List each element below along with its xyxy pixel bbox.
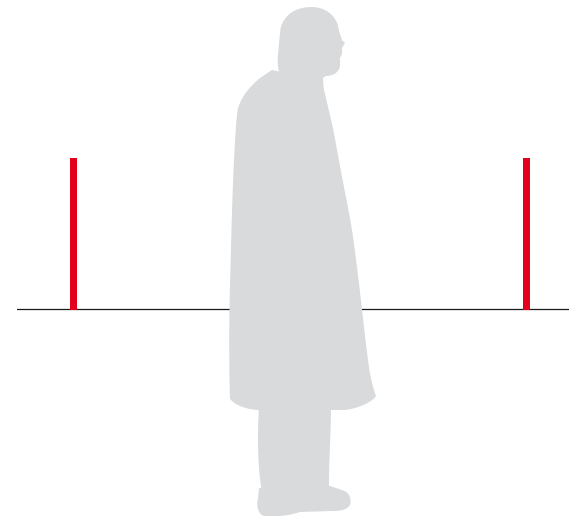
silhouette-shoes [257, 486, 350, 516]
silhouette-coat [229, 70, 376, 410]
silhouette-legs [258, 406, 331, 492]
man-silhouette [229, 7, 376, 516]
right-post [523, 158, 530, 310]
left-post [70, 158, 77, 310]
